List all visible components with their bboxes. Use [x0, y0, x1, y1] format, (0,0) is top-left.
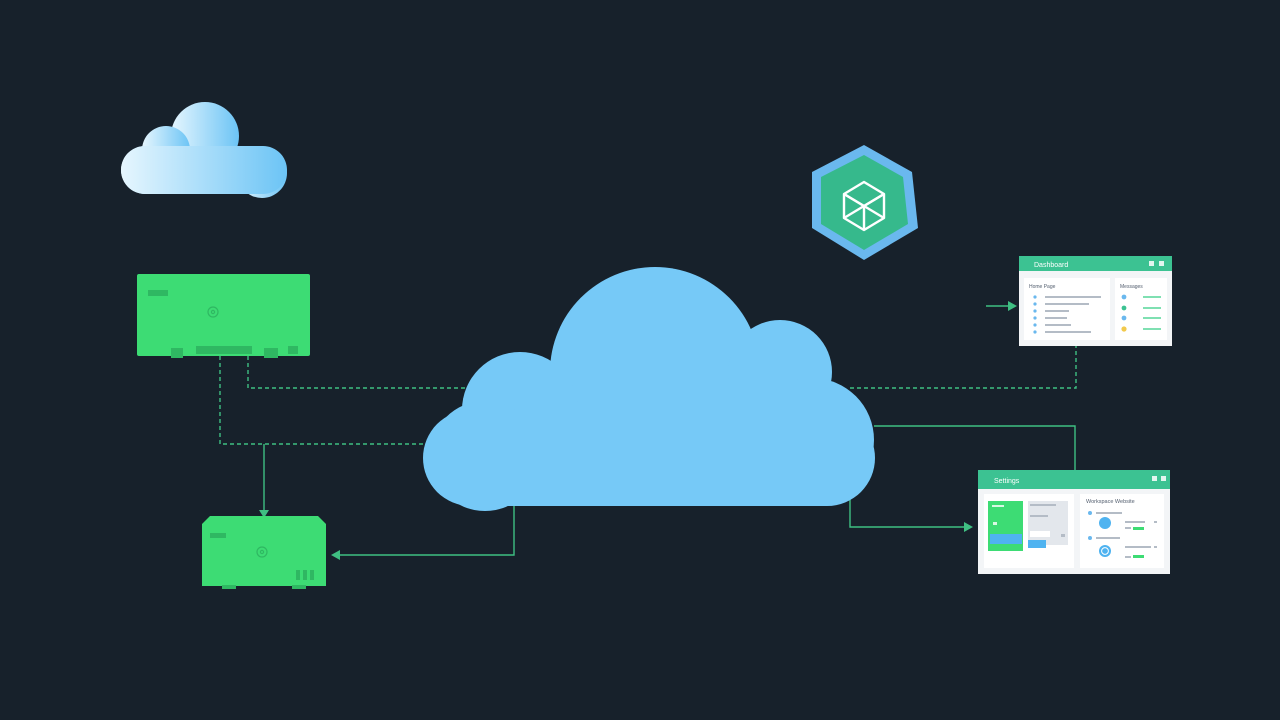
panel-bottom-title: Settings [994, 478, 1020, 485]
arrow-right-bottom-panel [964, 522, 973, 532]
list-item[interactable] [1033, 309, 1069, 313]
dashboard-panel-top: Dashboard Home Page Messages [1019, 256, 1172, 346]
panel-top-title: Dashboard [1034, 262, 1068, 269]
connector-cloud-top-panel [850, 346, 1077, 389]
workspace-row[interactable] [1088, 511, 1157, 530]
settings-save-button[interactable] [990, 534, 1022, 544]
cube-badge [812, 145, 918, 260]
arrow-right-top-panel [1008, 301, 1017, 311]
panel-bottom-action-1[interactable] [1152, 476, 1157, 481]
panel-top-action-2[interactable] [1159, 261, 1164, 266]
arrowheads [259, 301, 1017, 560]
main-cloud-icon [423, 267, 875, 511]
panel-top-messages [1121, 294, 1161, 332]
panel-top-left-heading: Home Page [1029, 284, 1056, 290]
panel-top-list [1033, 295, 1101, 334]
connectors [219, 305, 1077, 556]
arrow-left-bottom-server [331, 550, 340, 560]
list-item[interactable] [1033, 316, 1067, 320]
small-cloud-icon [121, 102, 287, 198]
connector-cloud-bottom-panel-arrow [849, 490, 966, 528]
connector-cloud-bottom-panel [874, 425, 1076, 470]
settings-input-field[interactable] [1030, 531, 1050, 537]
settings-panel-bottom: Settings Workspace Website [978, 470, 1170, 574]
server-bottom-left [202, 516, 326, 589]
panel-bottom-right-heading: Workspace Website [1086, 499, 1135, 505]
list-item[interactable] [1033, 330, 1091, 334]
server-top-left [137, 274, 310, 358]
workspace-row[interactable] [1088, 536, 1157, 558]
gear-icon [207, 306, 219, 318]
connector-cloud-bottom-server [338, 506, 515, 556]
cube-icon [842, 180, 886, 232]
connector-top-server-cloud [247, 356, 478, 389]
panel-bottom-action-2[interactable] [1161, 476, 1166, 481]
list-item[interactable] [1033, 295, 1101, 299]
panel-top-action-1[interactable] [1149, 261, 1154, 266]
gear-icon [256, 546, 268, 558]
list-item[interactable] [1033, 302, 1089, 306]
panel-top-right-heading: Messages [1120, 284, 1143, 290]
arrow-down-bottom-server [259, 510, 269, 518]
list-item[interactable] [1033, 323, 1071, 327]
connector-top-server-bottom-server [219, 356, 430, 445]
